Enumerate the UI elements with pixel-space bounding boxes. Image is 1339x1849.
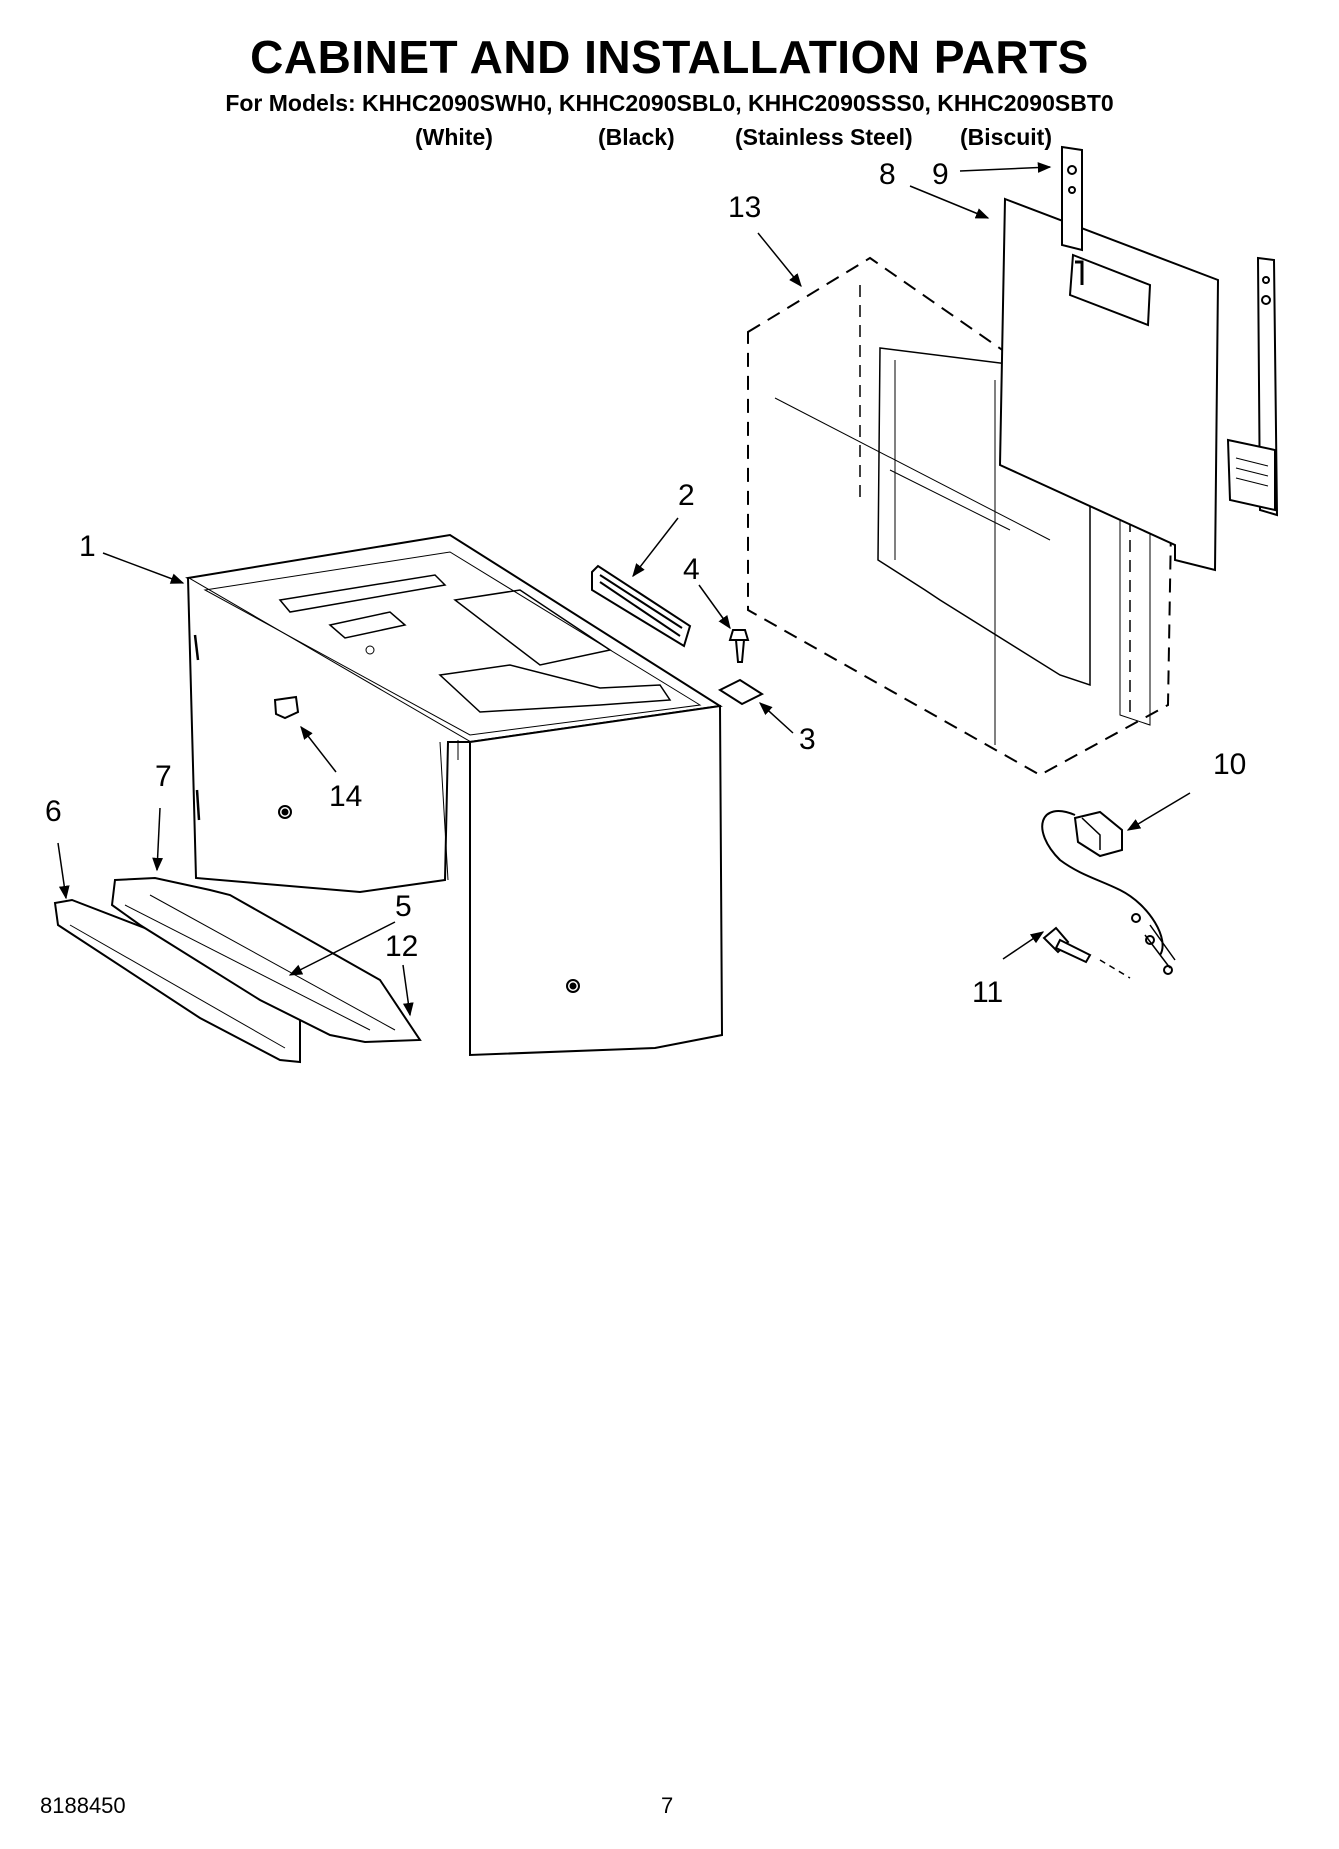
models-line: For Models: KHHC2090SWH0, KHHC2090SBL0, …	[225, 90, 1114, 116]
document-number: 8188450	[40, 1793, 126, 1818]
page-title: CABINET AND INSTALLATION PARTS	[250, 31, 1089, 83]
vent-bracket-part	[591, 564, 692, 648]
callout-10: 10	[1213, 748, 1247, 781]
page-number: 7	[661, 1793, 674, 1818]
screw-part	[728, 629, 750, 663]
callout-1: 1	[79, 530, 96, 563]
leader-arrows	[57, 162, 1191, 1017]
callout-6: 6	[45, 795, 62, 828]
callout-3: 3	[799, 723, 816, 756]
back-panel-part	[998, 197, 1220, 572]
ground-screw-part	[1042, 926, 1131, 979]
callout-5: 5	[395, 890, 412, 923]
rail-part	[1061, 145, 1279, 517]
callout-14: 14	[329, 780, 363, 813]
callout-8: 8	[879, 158, 896, 191]
callout-4: 4	[683, 553, 700, 586]
callout-7: 7	[155, 760, 172, 793]
cabinet-part	[185, 533, 724, 1057]
power-cord-part	[1041, 810, 1176, 975]
plate-part	[717, 678, 765, 706]
filter-frame-part	[110, 876, 422, 1044]
callout-9: 9	[932, 158, 949, 191]
variant-label-biscuit: (Biscuit)	[960, 124, 1052, 150]
front-trim-part	[53, 898, 301, 1064]
variant-label-white: (White)	[415, 124, 493, 150]
callout-2: 2	[678, 479, 695, 512]
variant-label-black: (Black)	[598, 124, 675, 150]
callout-12: 12	[385, 930, 419, 963]
callout-13: 13	[728, 191, 762, 224]
callout-11: 11	[972, 976, 1004, 1009]
variant-label-stainless: (Stainless Steel)	[735, 124, 913, 150]
